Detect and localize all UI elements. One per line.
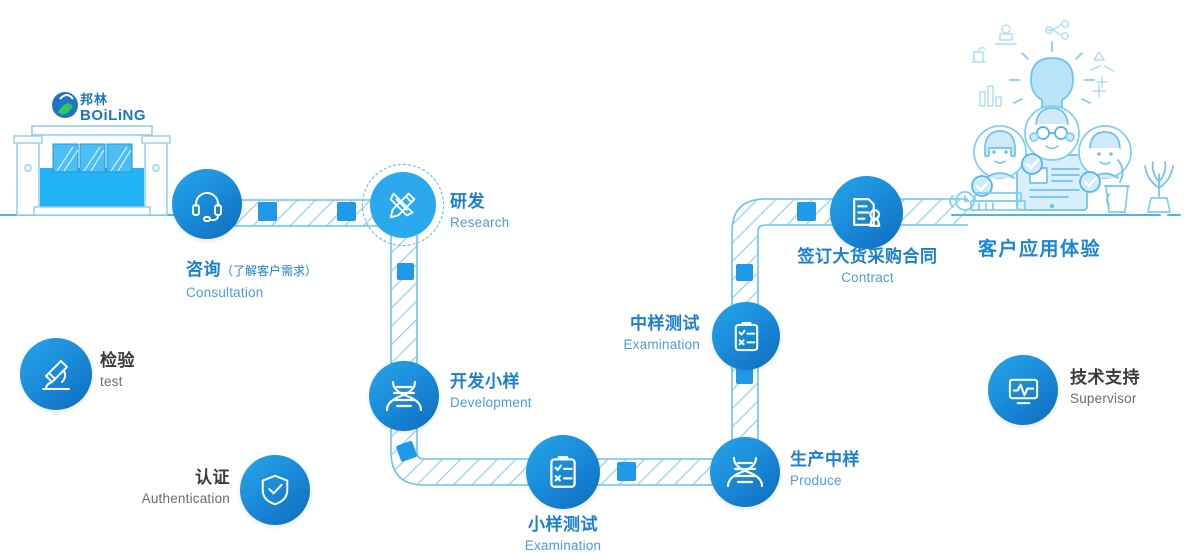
- node-contract[interactable]: [830, 176, 903, 249]
- consultation-en: Consultation: [186, 285, 264, 300]
- caption-consultation: 咨询（了解客户需求） Consultation: [186, 258, 317, 303]
- authentication-cn: 认证: [195, 468, 230, 487]
- pencil-ruler-icon: [362, 164, 444, 246]
- dna-icon: [369, 361, 439, 431]
- produce-cn: 生产中样: [790, 450, 860, 469]
- node-consultation[interactable]: [172, 169, 242, 239]
- node-development[interactable]: [369, 361, 439, 431]
- document-stamp-icon: [830, 176, 903, 249]
- caption-authentication: 认证 Authentication: [100, 466, 230, 509]
- caption-produce: 生产中样 Produce: [790, 448, 860, 491]
- customer-team-illustration: [949, 19, 1181, 216]
- dna-icon: [710, 437, 780, 507]
- caption-test: 检验 test: [100, 349, 135, 392]
- consultation-cn-note: （了解客户需求）: [221, 264, 318, 278]
- node-research[interactable]: [362, 164, 444, 246]
- caption-research: 研发 Research: [450, 190, 509, 233]
- swoosh-logo-icon: [52, 92, 78, 118]
- customer-experience-caption: 客户应用体验: [978, 239, 1102, 260]
- caption-development: 开发小样 Development: [450, 370, 532, 413]
- brand-logo-cn: 邦林: [80, 92, 109, 107]
- supervisor-en: Supervisor: [1070, 391, 1137, 406]
- produce-en: Produce: [790, 473, 842, 488]
- caption-supervisor: 技术支持 Supervisor: [1070, 366, 1140, 409]
- brand-logo: 邦林 BOiLiNG: [80, 92, 146, 124]
- shield-check-icon: [240, 455, 310, 525]
- node-sample-examination[interactable]: [526, 435, 600, 509]
- caption-sample-examination: 小样测试 Examination: [488, 513, 638, 556]
- clipboard-check-icon: [712, 302, 780, 370]
- contract-en: Contract: [841, 270, 894, 285]
- node-supervisor[interactable]: [988, 355, 1058, 425]
- test-cn: 检验: [100, 351, 135, 370]
- caption-contract: 签订大货采购合同 Contract: [780, 245, 955, 288]
- supervisor-cn: 技术支持: [1070, 368, 1140, 387]
- authentication-en: Authentication: [141, 491, 230, 506]
- mid-examination-cn: 中样测试: [630, 314, 700, 333]
- clipboard-check-icon: [526, 435, 600, 509]
- sample-examination-cn: 小样测试: [528, 515, 598, 534]
- research-cn: 研发: [450, 192, 485, 211]
- node-authentication[interactable]: [240, 455, 310, 525]
- mid-examination-en: Examination: [623, 337, 700, 352]
- microscope-icon: [20, 338, 92, 410]
- consultation-cn: 咨询: [186, 260, 221, 279]
- contract-cn: 签订大货采购合同: [797, 247, 938, 266]
- sample-examination-en: Examination: [524, 538, 602, 553]
- factory-building-illustration: [0, 92, 232, 216]
- node-mid-examination[interactable]: [712, 302, 780, 370]
- caption-mid-examination: 中样测试 Examination: [545, 312, 700, 355]
- monitor-chart-icon: [988, 355, 1058, 425]
- path-markers: [258, 202, 816, 481]
- development-en: Development: [450, 395, 532, 410]
- headset-icon: [172, 169, 242, 239]
- node-produce[interactable]: [710, 437, 780, 507]
- node-test[interactable]: [20, 338, 92, 410]
- research-en: Research: [450, 215, 510, 230]
- test-en: test: [100, 374, 123, 389]
- development-cn: 开发小样: [450, 372, 520, 391]
- brand-logo-en: BOiLiNG: [80, 107, 146, 124]
